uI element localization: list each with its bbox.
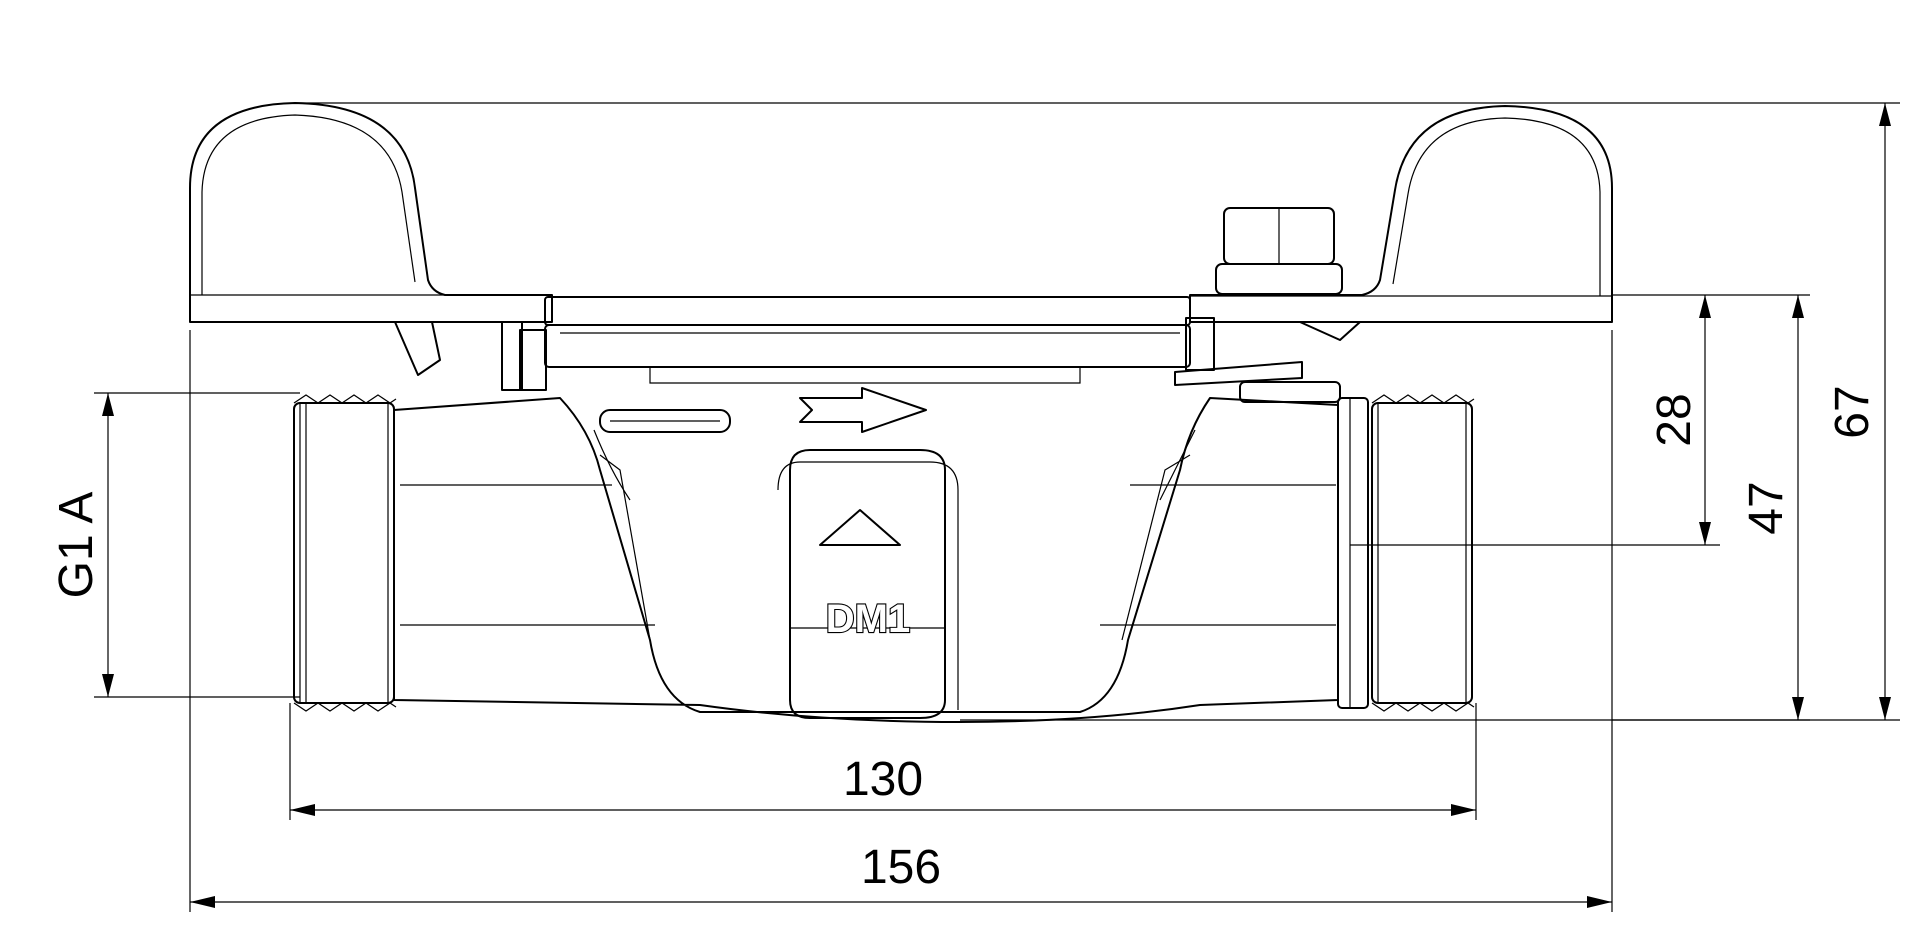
seal-rod xyxy=(599,409,731,433)
right-mounting-lug xyxy=(1189,105,1613,341)
center-boss xyxy=(789,449,946,719)
dimension-thread: G1 A xyxy=(50,392,300,698)
dimension-label-156: 156 xyxy=(861,841,941,894)
meter-body: DM1 xyxy=(293,387,1475,723)
dimension-28: 28 xyxy=(1350,294,1810,546)
dimension-label-28: 28 xyxy=(1648,393,1701,446)
dimension-label-thread: G1 A xyxy=(50,492,103,599)
dimension-47: 47 xyxy=(960,295,1810,721)
body-marking: DM1 xyxy=(826,597,910,641)
left-mounting-lug xyxy=(189,102,553,391)
up-triangle-icon xyxy=(819,509,901,546)
hex-bolt xyxy=(1215,207,1343,295)
register-cover xyxy=(519,296,1341,403)
dimension-130: 130 xyxy=(289,703,1477,820)
flow-direction-arrow-icon xyxy=(799,387,927,433)
right-thread xyxy=(1337,394,1475,712)
dimension-156: 156 xyxy=(189,330,1613,912)
housing-outline xyxy=(393,397,1339,723)
dimension-67: 67 xyxy=(295,102,1900,721)
dimension-label-130: 130 xyxy=(843,753,923,806)
dimension-label-47: 47 xyxy=(1740,481,1793,534)
left-thread xyxy=(293,394,397,712)
dimension-label-67: 67 xyxy=(1826,385,1879,438)
